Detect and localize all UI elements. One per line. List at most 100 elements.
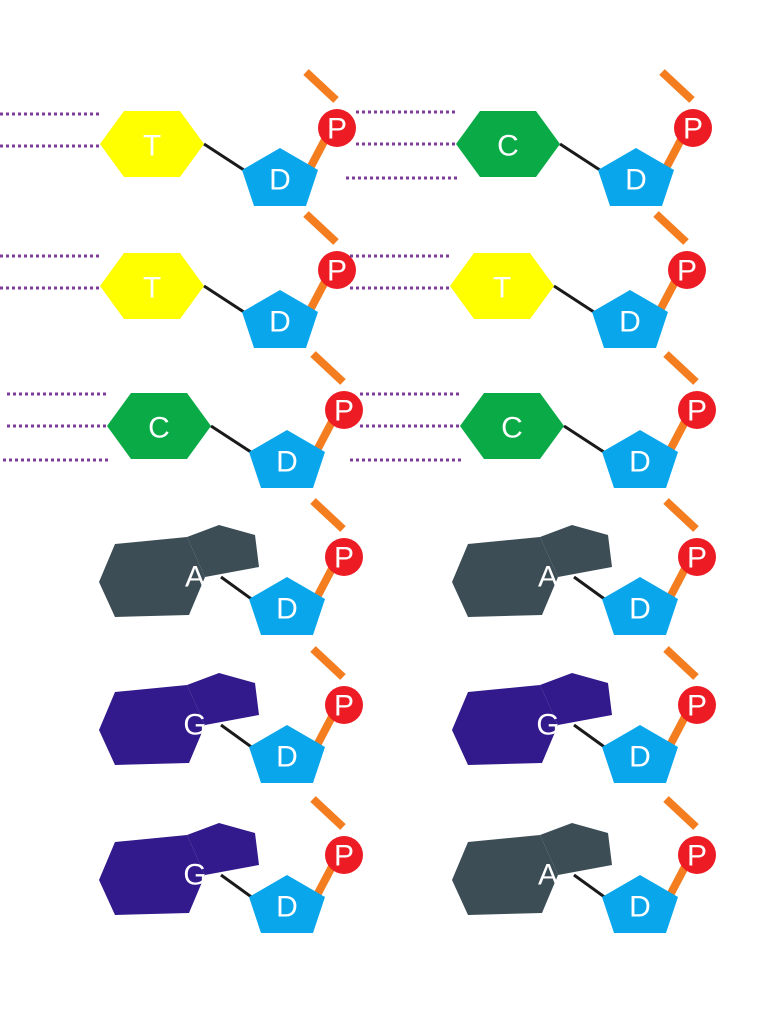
phosphate: P [325, 836, 363, 874]
base-T: T [100, 111, 204, 177]
base-A: A [452, 525, 612, 617]
phosphate: P [678, 538, 716, 576]
phosphate-circle [325, 836, 363, 874]
base-label: T [493, 272, 511, 305]
sugar-label: D [269, 306, 291, 339]
base-C: C [456, 111, 560, 177]
sugar-label: D [625, 164, 647, 197]
phosphate: P [678, 391, 716, 429]
base-label: G [183, 859, 206, 892]
phosphate-label: P [334, 840, 354, 873]
base-label: C [501, 412, 523, 445]
base-pentagon [187, 823, 259, 875]
sugar-label: D [629, 741, 651, 774]
phosphate-circle [668, 251, 706, 289]
sugar-deoxyribose: D [249, 725, 325, 783]
base-label: G [183, 709, 206, 742]
phosphate-label: P [683, 113, 703, 146]
phosphate-circle [678, 836, 716, 874]
sugar-deoxyribose: D [242, 290, 318, 348]
nucleotide-12: A D P [452, 796, 716, 933]
sugar-pentagon [592, 290, 668, 348]
phosphate-label: P [327, 113, 347, 146]
sugar-label: D [629, 593, 651, 626]
phosphate-tail [663, 351, 699, 385]
base-hexagon [100, 111, 204, 177]
phosphate-label: P [677, 255, 697, 288]
phosphate-tail [310, 646, 346, 680]
phosphate-label: P [687, 840, 707, 873]
phosphate-tail [663, 796, 699, 830]
glycosidic-bond [210, 424, 258, 458]
phosphate-label: P [687, 690, 707, 723]
phosphate-circle [674, 109, 712, 147]
phosphate-circle [325, 391, 363, 429]
base-hexagon [452, 835, 558, 915]
phosphate-tail [310, 498, 346, 532]
sugar-label: D [629, 891, 651, 924]
sugar-label: D [629, 446, 651, 479]
base-label: C [148, 412, 170, 445]
base-C: C [107, 393, 211, 459]
sugar-label: D [269, 164, 291, 197]
nucleotide-2: C D P [346, 69, 712, 206]
phosphate: P [668, 251, 706, 289]
sugar-label: D [276, 446, 298, 479]
phosphate-tail [310, 351, 346, 385]
base-hexagon [100, 253, 204, 319]
glycosidic-bond [203, 142, 251, 176]
base-G: G [99, 823, 259, 915]
phosphate-tail [653, 211, 689, 245]
phosphate-circle [325, 686, 363, 724]
base-label: G [536, 709, 559, 742]
sugar-label: D [276, 593, 298, 626]
sugar-deoxyribose: D [592, 290, 668, 348]
base-A: A [99, 525, 259, 617]
phosphate-label: P [687, 542, 707, 575]
phosphate-label: P [334, 542, 354, 575]
base-pentagon [187, 673, 259, 725]
nucleotide-4: T D P [350, 211, 706, 348]
phosphate-circle [678, 686, 716, 724]
base-label: T [143, 130, 161, 163]
sugar-deoxyribose: D [249, 430, 325, 488]
glycosidic-bond [563, 424, 611, 458]
base-pentagon [540, 525, 612, 577]
sugar-label: D [619, 306, 641, 339]
base-G: G [99, 673, 259, 765]
base-hexagon [99, 685, 205, 765]
sugar-pentagon [249, 430, 325, 488]
sugar-deoxyribose: D [249, 577, 325, 635]
hydrogen-bonds [0, 254, 100, 290]
nucleotide-11: GDP [99, 796, 363, 933]
hydrogen-bonds [346, 110, 460, 180]
base-hexagon [450, 253, 554, 319]
phosphate-circle [678, 538, 716, 576]
phosphate: P [318, 251, 356, 289]
sugar-pentagon [242, 148, 318, 206]
sugar-pentagon [598, 148, 674, 206]
sugar-pentagon [602, 430, 678, 488]
glycosidic-bond [203, 284, 251, 318]
phosphate: P [325, 686, 363, 724]
base-T: T [100, 253, 204, 319]
base-label: A [538, 561, 558, 594]
sugar-deoxyribose: D [602, 725, 678, 783]
sugar-deoxyribose: D [602, 875, 678, 933]
phosphate-label: P [334, 395, 354, 428]
phosphate-label: P [327, 255, 347, 288]
sugar-label: D [276, 741, 298, 774]
phosphate-tail [310, 796, 346, 830]
sugar-deoxyribose: D [598, 148, 674, 206]
base-pentagon [540, 673, 612, 725]
base-C: C [460, 393, 564, 459]
nucleotide-7: AD P [99, 498, 363, 635]
hydrogen-bonds [0, 112, 100, 148]
sugar-pentagon [249, 875, 325, 933]
base-hexagon [456, 111, 560, 177]
base-G: G [452, 673, 612, 765]
base-label: A [538, 859, 558, 892]
phosphate: P [678, 836, 716, 874]
phosphate: P [325, 391, 363, 429]
